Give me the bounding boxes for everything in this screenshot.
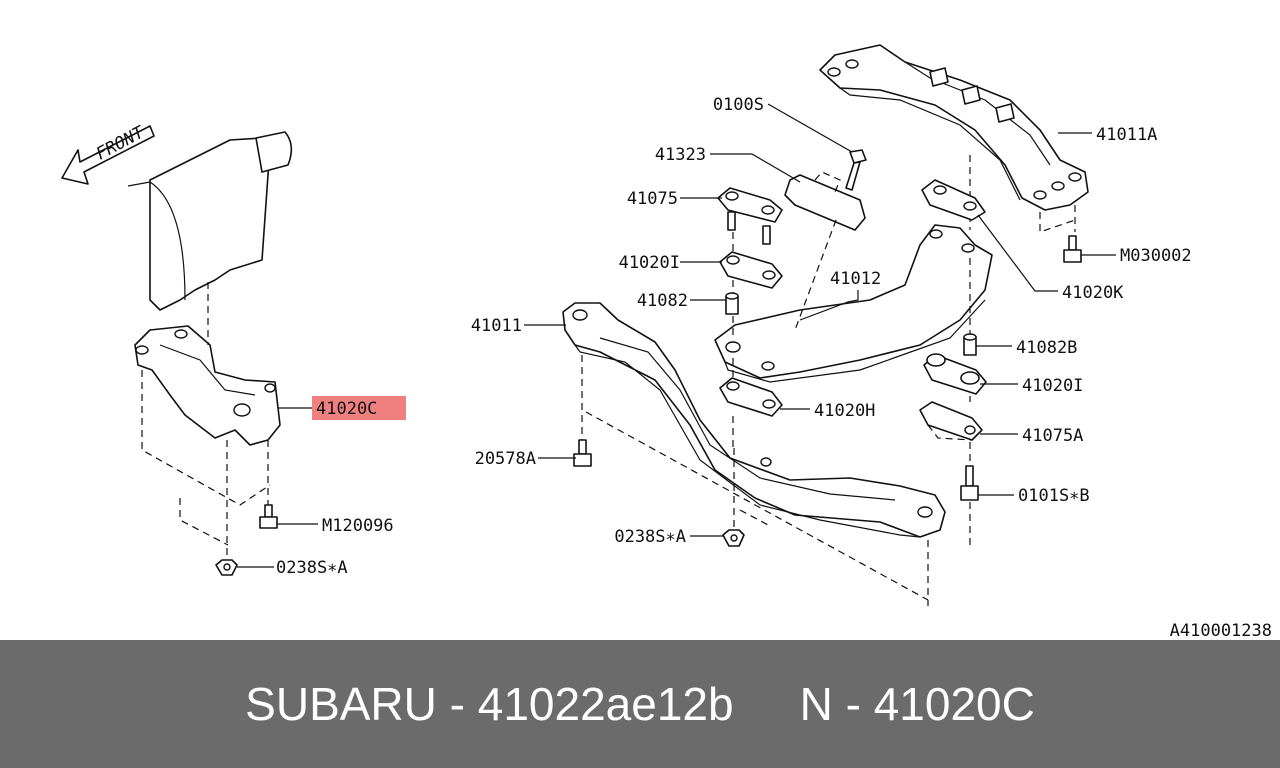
bolt-0100S — [845, 149, 867, 191]
crossmember-41011A — [819, 44, 1089, 211]
mount-41020C — [134, 325, 281, 446]
bolt-0101SB — [960, 465, 979, 501]
reference-code: A410001238 — [1169, 621, 1272, 641]
callout-41082B: 41082B — [1016, 338, 1077, 358]
bolt-M030002 — [1063, 235, 1082, 263]
plate-41075A — [919, 401, 983, 441]
callout-41075: 41075 — [627, 189, 678, 209]
callout-41012: 41012 — [830, 269, 881, 289]
nut-0238SA-center — [722, 529, 745, 547]
bracket-41012 — [714, 224, 993, 383]
callout-41020H: 41020H — [814, 401, 875, 421]
callout-0238SA-center: 0238S∗A — [614, 527, 686, 547]
nut-0238SA-left — [215, 559, 238, 576]
crossmember-41011 — [562, 302, 946, 538]
spacer-41082 — [725, 292, 739, 315]
front-arrow-icon — [61, 125, 155, 185]
parts-diagram: FRONT — [61, 44, 1192, 606]
highlight-41020C — [312, 396, 406, 420]
plate-41075 — [717, 187, 783, 245]
footer-oem-number: N - 41020C — [799, 678, 1035, 730]
bolt-M120096 — [259, 504, 278, 529]
callout-41020C: 41020C — [316, 399, 377, 419]
bolt-20578A — [573, 439, 592, 467]
callout-41082: 41082 — [637, 291, 688, 311]
callout-41011: 41011 — [471, 316, 522, 336]
pad-41020H — [719, 377, 783, 417]
callout-41020I-right: 41020I — [1022, 376, 1083, 396]
footer-bar: SUBARU - 41022ae12b N - 41020C — [0, 640, 1280, 768]
callout-0101SB: 0101S∗B — [1018, 486, 1090, 506]
callout-41020K: 41020K — [1062, 283, 1124, 303]
callout-41011A: 41011A — [1096, 125, 1157, 145]
pad-41020K — [921, 179, 986, 221]
stopper-41323 — [784, 171, 866, 231]
callout-0100S: 0100S — [713, 95, 764, 115]
callout-41323: 41323 — [655, 145, 706, 165]
pad-41020I-right — [923, 353, 987, 395]
footer-part-number: SUBARU - 41022ae12b — [245, 678, 734, 730]
callout-0238SA-left: 0238S∗A — [276, 558, 348, 578]
pad-41020I-top — [719, 251, 783, 289]
callout-M120096: M120096 — [322, 516, 394, 536]
transmission-housing — [127, 131, 293, 311]
spacer-41082B — [963, 333, 977, 356]
front-label: FRONT — [93, 122, 149, 165]
callout-41020I-top: 41020I — [619, 253, 680, 273]
callout-41075A: 41075A — [1022, 426, 1083, 446]
leader-lines — [237, 103, 1116, 568]
callout-M030002: M030002 — [1120, 246, 1192, 266]
callout-20578A: 20578A — [475, 449, 536, 469]
